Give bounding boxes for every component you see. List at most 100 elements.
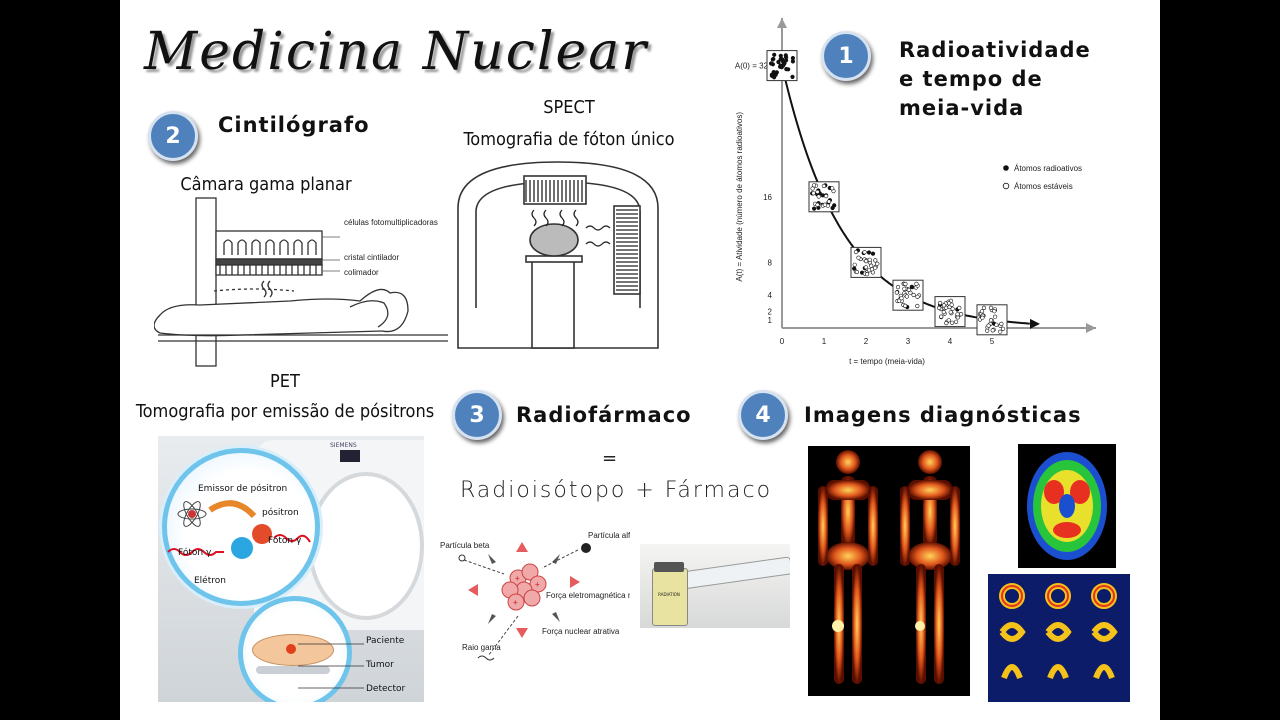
atom-dot [986,323,991,328]
atom-dot [904,294,909,299]
atom-dot [906,287,911,293]
pet-positron-label: pósitron [262,508,299,518]
cardiac-spect-image [988,574,1130,702]
pet-subtitle: Tomografia por emissão de pósitrons [135,401,435,422]
atom-dot [823,194,829,199]
atom-dot [903,303,908,309]
atom-dot [771,69,776,75]
x-tick-label: 2 [864,337,869,346]
pet-photon-label-right: Fóton γ [268,536,302,546]
pet-scanner-screen [340,450,360,462]
vial-cap [654,562,684,572]
x-tick-label: 3 [906,337,911,346]
atom-dot [862,250,867,255]
vial-syringe-photo: RADIATION [640,544,790,628]
pet-illustration: SIEMENS Emissor de pósitron pósitron Fót… [158,436,424,702]
atom-dot [948,310,953,315]
legend-stable-label: Átomos estáveis [1014,182,1073,191]
atom-dot [875,261,880,266]
atom-dot [988,305,994,311]
atom-dot [899,296,904,301]
atom-dot [988,318,994,323]
atom-dot [915,303,920,309]
svg-text:+: + [513,598,518,607]
section-3-badge: 3 [452,390,502,440]
y-axis-arrow [777,18,787,28]
y-tick-label: 8 [768,258,773,267]
atom-dot [941,303,947,308]
atom-dot [903,281,908,287]
pet-electron-label: Elétron [194,576,226,586]
gamma-camera-caption: Câmara gama planar [180,174,352,195]
atom-dot [959,312,964,317]
legend-stable-marker [1002,182,1010,190]
atom-dot [811,191,816,196]
atom-dot [894,290,899,295]
atom-dot [994,322,999,327]
atom-dot [864,259,869,264]
pet-patient-label: Paciente [366,636,405,646]
atom-dot [954,319,959,324]
atom-dot [822,202,827,207]
pet-brand: SIEMENS [330,442,357,449]
pet-tumor-dot [286,644,296,654]
y-axis-label: A(t) = Atividade (número de átomos radio… [735,112,744,282]
atom-dot [769,73,775,78]
atom-dot [914,281,919,287]
atom-dot [949,302,954,307]
atom-dot [955,312,960,317]
atom-dot [902,286,907,291]
slide: Medicina Nuclear 2 Cintilógrafo Câmara g… [120,0,1160,720]
atom-dot [1001,326,1006,331]
pet-detector-label: Detector [366,684,406,694]
x-axis-arrow [1086,323,1096,333]
pet-title: PET [270,371,300,392]
atom-dot [776,59,781,65]
atom-dot [993,314,998,319]
atom-dot [911,292,916,298]
bone-scan-image [808,446,970,696]
section-1-heading-line-1: Radioatividade [899,38,1091,62]
atom-dot [815,202,820,207]
atom-dot [938,300,943,306]
atom-dot [779,57,784,62]
atom-dot [910,285,915,290]
alpha-particle-label: Partícula alfa [588,531,630,540]
atom-dot [865,272,870,277]
atom-dot [768,61,774,66]
photomultiplier-label: células fotomultiplicadoras [344,218,438,227]
section-1-heading-line-2: e tempo de [899,67,1043,91]
pet-photon-label-left: Fóton γ [178,548,212,558]
pet-zoom-circle [162,448,320,606]
gamma-camera-illustration: células fotomultiplicadoras cristal cint… [154,197,448,367]
legend-radioactive-label: Átomos radioativos [1014,164,1082,173]
beta-particle-label: Partícula beta [440,541,490,550]
svg-text:+: + [515,574,520,583]
collimator-label: colimador [344,268,379,277]
atom-dot [832,203,837,208]
atom-dot [853,249,859,255]
atom-dot [941,310,946,315]
section-1-heading: Radioatividade e tempo de meia-vida [899,36,1091,123]
atom-dot [873,258,878,263]
formula-text: Radioisótopo + Fármaco [460,478,773,503]
atom-dot [772,52,777,57]
vial-label: RADIATION [658,592,680,597]
section-1-badge: 1 [821,31,871,81]
atom-dot [950,320,955,325]
atom-dot [950,306,955,311]
section-3-heading: Radiofármaco [516,403,692,427]
legend-radioactive-marker [1003,165,1009,171]
atom-dot [990,328,995,333]
nuclear-force-label: Força nuclear atrativa [542,627,620,636]
atom-dot [939,314,944,319]
atom-dot [866,250,872,255]
atom-dot [773,72,778,77]
section-2-badge: 2 [148,111,198,161]
section-4-heading: Imagens diagnósticas [804,403,1082,427]
atom-dot [981,305,987,311]
section-4-badge: 4 [738,390,788,440]
y-tick-label: 16 [763,193,772,202]
spect-title: SPECT [543,97,595,118]
